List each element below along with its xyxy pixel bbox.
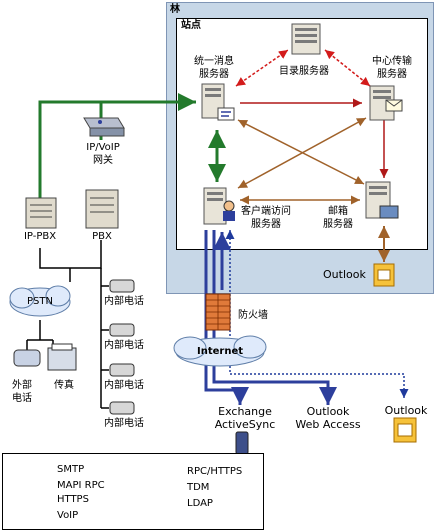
ip-pbx-label: IP-PBX [23,231,57,242]
legend-item-rpc-https: RPC/HTTPS [187,466,243,477]
gateway-label-line1: IP/VoIP [86,142,120,153]
directory-server-label: 目录服务器 [279,66,329,77]
outlook-client-icon [393,417,417,443]
voip-gateway-icon [83,117,125,137]
pstn-cloud [9,285,71,317]
legend-item-tdm: TDM [187,482,210,493]
cas-server-label-line1: 客户端访问 [241,206,291,217]
mailbox-server-label-line1: 邮箱 [328,206,348,217]
hub-server-icon [369,85,403,121]
owa-label-line2: Web Access [295,418,361,431]
hub-server-label-line1: 中心传输 [372,56,412,67]
internal-phone-label-3: 内部电话 [104,380,144,391]
ip-pbx-icon [25,197,57,229]
um-server-label-line1: 统一消息 [194,56,234,67]
external-phone-label-line1: 外部 [12,380,32,391]
ldap-um-directory [235,49,289,87]
voip-pbx-um [38,93,196,198]
hub-server-label-line2: 服务器 [377,69,407,80]
gateway-label-line2: 网关 [93,155,113,166]
fax-icon [47,343,77,371]
internet-cloud [173,335,267,367]
internal-phone-label-4: 内部电话 [104,418,144,429]
tdm-pbx-ippbx [39,240,102,269]
internal-phone-label-2: 内部电话 [104,340,144,351]
mailbox-server-icon [365,181,399,219]
firewall-icon [205,293,231,331]
activesync-device-icon [235,431,249,455]
pbx-label: PBX [92,231,112,242]
tdm-pstn-endpoints [26,320,54,350]
ldap-directory-hub [324,49,371,87]
legend-item-mapi-rpc: MAPI RPC [57,480,105,491]
activesync-label-line2: ActiveSync [214,418,276,431]
internal-phone-label-1: 内部电话 [104,296,144,307]
internet-label: Internet [196,346,244,357]
site-label: 站点 [181,20,201,31]
um-server-icon [201,83,235,121]
legend-item-ldap: LDAP [187,498,213,509]
legend: SMTP MAPI RPC HTTPS VoIP RPC/HTTPS TDM L… [2,453,264,530]
mapi-cas-hub [237,117,367,189]
um-server-label-line2: 服务器 [199,69,229,80]
cas-server-label-line2: 服务器 [251,219,281,230]
internal-phone-icons [109,279,135,415]
legend-item-smtp: SMTP [57,464,85,475]
pstn-label: PSTN [27,296,53,307]
owa-label-line1: Outlook [306,405,350,418]
firewall-label: 防火墙 [238,310,268,321]
activesync-label-line1: Exchange [218,405,272,418]
mailbox-server-label-line2: 服务器 [323,219,353,230]
cas-server-icon [203,187,235,225]
pbx-icon [85,189,119,229]
directory-server-icon [291,23,321,55]
outlook-inner-icon [373,263,395,287]
legend-item-https: HTTPS [57,494,89,505]
outlook-client-label: Outlook [384,404,428,417]
external-phone-label-line2: 电话 [12,393,32,404]
fax-label: 传真 [54,380,74,391]
legend-item-voip: VoIP [57,510,79,521]
https-cas-owa [212,230,337,405]
forest-label: 林 [170,4,180,15]
external-phone-icon [13,349,41,367]
outlook-inner-label: Outlook [323,268,366,281]
